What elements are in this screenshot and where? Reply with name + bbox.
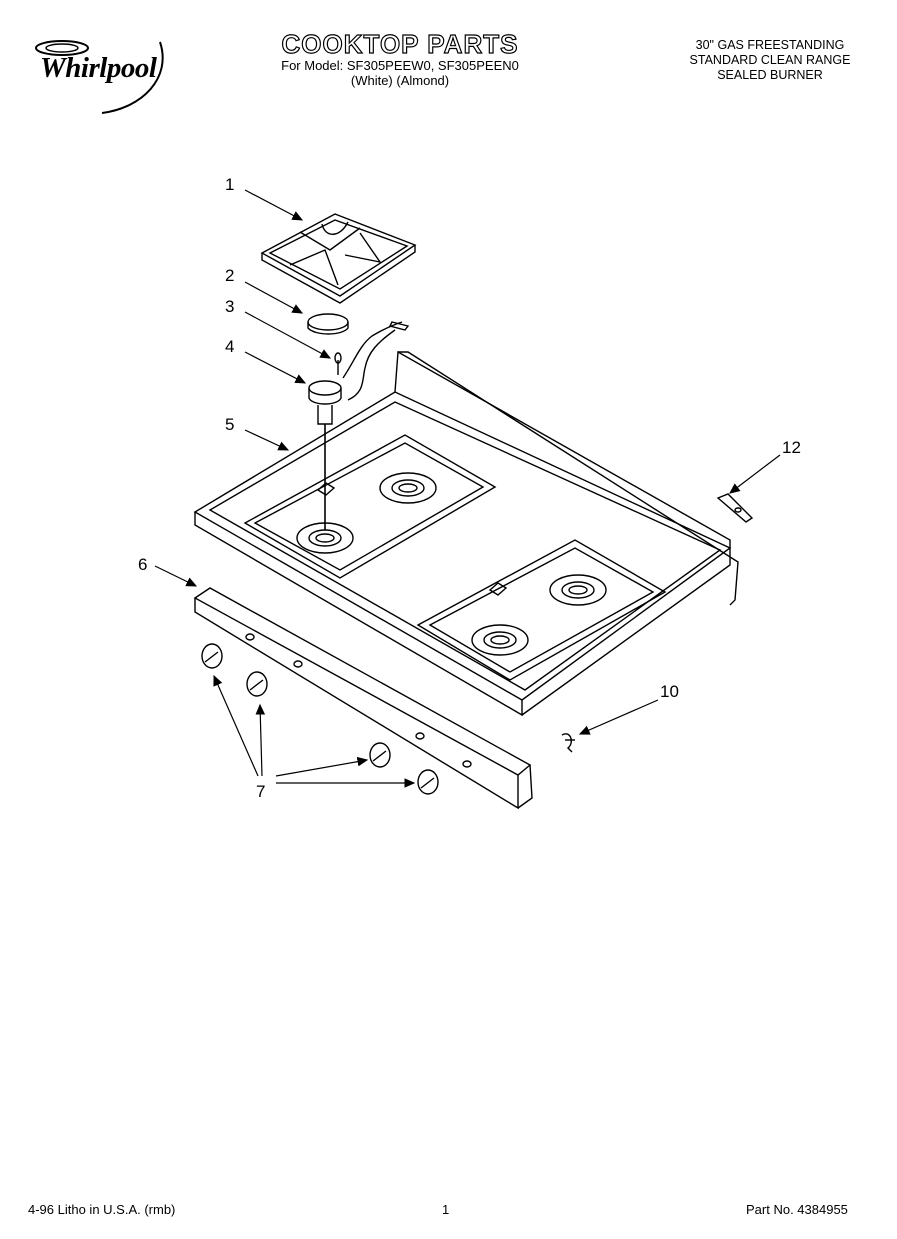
knob-4 (417, 769, 439, 795)
callout-3: 3 (225, 297, 234, 316)
knob-2 (246, 671, 268, 697)
model-line: For Model: SF305PEEW0, SF305PEEN0 (281, 58, 519, 73)
callout-arrow-1 (244, 189, 304, 221)
color-line: (White) (Almond) (350, 73, 450, 88)
desc-line-2: STANDARD CLEAN RANGE (689, 53, 851, 67)
control-panel-part (193, 587, 533, 810)
whirlpool-logo: Whirlpool (22, 28, 192, 118)
logo-swirl-icon (35, 40, 164, 114)
callout-4: 4 (225, 337, 234, 356)
burner-cap-part (307, 313, 349, 335)
callout-12: 12 (782, 438, 801, 457)
callout-arrow-4 (244, 351, 307, 384)
page-title: COOKTOP PARTS (281, 29, 519, 59)
desc-line-3: SEALED BURNER (717, 68, 823, 82)
callout-10: 10 (660, 682, 679, 701)
callout-arrow-7a (213, 674, 259, 777)
callout-arrow-10 (578, 699, 659, 735)
clip-part (561, 733, 575, 753)
callout-arrow-2 (244, 281, 304, 314)
igniter-part (334, 321, 410, 401)
cooktop-part (193, 350, 739, 717)
callout-arrow-5 (244, 429, 290, 451)
title-block: COOKTOP PARTS For Model: SF305PEEW0, SF3… (240, 29, 560, 88)
knob-3 (369, 742, 391, 768)
callout-7: 7 (256, 782, 265, 801)
knob-1 (201, 643, 223, 669)
brand-name: Whirlpool (40, 52, 157, 84)
callout-6: 6 (138, 555, 147, 574)
callout-1: 1 (225, 175, 234, 194)
callout-2: 2 (225, 266, 234, 285)
callout-arrow-12 (729, 454, 781, 494)
callout-arrow-3 (244, 311, 332, 359)
callout-arrow-6 (154, 565, 198, 587)
grate-part (260, 213, 417, 304)
knob-parts (201, 643, 439, 795)
callout-arrow-7b (255, 703, 266, 777)
bracket-part (716, 493, 754, 523)
page-number: 1 (442, 1202, 450, 1217)
desc-line-1: 30" GAS FREESTANDING (695, 38, 845, 52)
part-number: Part No. 4384955 (746, 1202, 848, 1217)
callout-arrow-7c (275, 756, 369, 777)
burner-base-part (308, 380, 342, 530)
product-description: 30" GAS FREESTANDING STANDARD CLEAN RANG… (660, 38, 880, 83)
callout-5: 5 (225, 415, 234, 434)
footer-litho: 4-96 Litho in U.S.A. (rmb) (28, 1202, 176, 1217)
